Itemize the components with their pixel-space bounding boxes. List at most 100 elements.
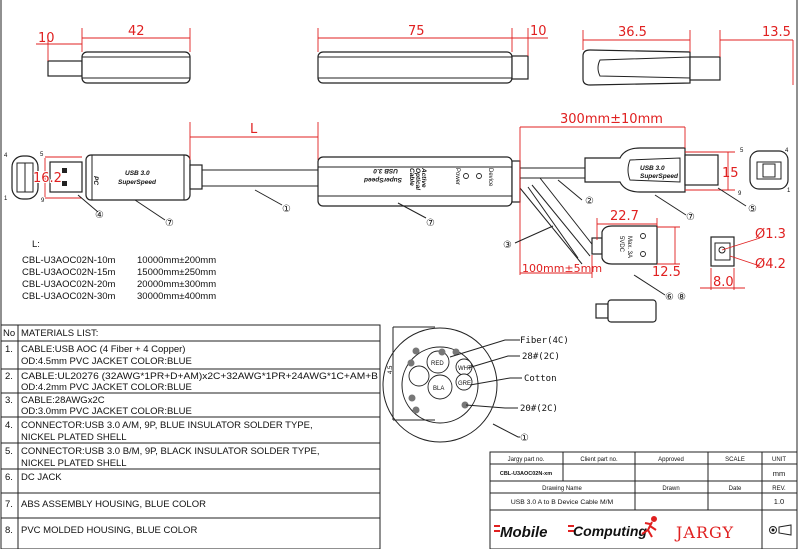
label-20awg: 20#(2C) bbox=[520, 404, 558, 414]
h-date: Date bbox=[729, 486, 742, 492]
header-title: MATERIALS LIST: bbox=[21, 328, 98, 339]
h-jargy-part: Jargy part no. bbox=[508, 457, 545, 463]
length-heading: L: bbox=[32, 239, 40, 250]
row-no: 2. bbox=[5, 371, 13, 382]
pin-label: 9 bbox=[738, 191, 742, 197]
header-no: No bbox=[3, 328, 15, 339]
dim-22-7: 22.7 bbox=[610, 209, 639, 224]
row-text: OD:4.5mm PVC JACKET COLOR:BLUE bbox=[21, 356, 192, 367]
rev-value: 1.0 bbox=[774, 497, 784, 506]
dim-12-5: 12.5 bbox=[652, 265, 681, 280]
leader-line bbox=[557, 179, 583, 201]
row-text: NICKEL PLATED SHELL bbox=[21, 432, 127, 443]
dc-plug-side-relief bbox=[595, 303, 609, 319]
row-text: OD:4.2mm PVC JACKET COLOR:BLUE bbox=[21, 382, 192, 393]
length-value: 20000mm±300mm bbox=[137, 279, 216, 290]
device-led-label: Device bbox=[487, 168, 493, 187]
length-part: CBL-U3AOC02N-20m bbox=[22, 279, 116, 290]
length-part: CBL-U3AOC02N-10m bbox=[22, 255, 116, 266]
row-text: CABLE:UL20276 (32AWG*1PR+D+AM)x2C+32AWG*… bbox=[21, 371, 378, 382]
a-housing-top bbox=[81, 51, 191, 84]
cross-section: 4.5 RED BLA WHT GRE Fiber(4C) 28#(2C) Co… bbox=[382, 326, 569, 444]
title-texts: Jargy part no. Client part no. Approved … bbox=[500, 457, 786, 506]
fiber-strand bbox=[412, 347, 420, 355]
b-plug-top bbox=[689, 56, 721, 81]
middle-housing-end bbox=[511, 160, 521, 203]
row-text: OD:3.0mm PVC JACKET COLOR:BLUE bbox=[21, 406, 192, 417]
a-plug-top bbox=[47, 60, 83, 77]
inner-core bbox=[401, 346, 479, 424]
leader-line bbox=[717, 187, 747, 207]
usb-label: USB 3.0 bbox=[125, 170, 150, 177]
title-border bbox=[489, 451, 798, 549]
running-man-body bbox=[641, 521, 657, 538]
unit-value: mm bbox=[773, 469, 786, 478]
callout-3: ③ bbox=[503, 240, 512, 251]
wire-bla-circle bbox=[427, 374, 453, 400]
running-man-head bbox=[651, 516, 657, 522]
cable-edge bbox=[519, 187, 583, 265]
projection-circle bbox=[769, 526, 777, 534]
callout-7: ⑦ bbox=[686, 212, 695, 223]
dc-strain-relief bbox=[591, 237, 603, 255]
plug-window bbox=[62, 181, 67, 186]
usb-label: USB 3.0 bbox=[373, 167, 398, 174]
pin-label: 4 bbox=[4, 153, 8, 159]
dim-middle-end: 10 bbox=[530, 24, 547, 39]
outer-jacket bbox=[382, 327, 498, 443]
polarity-minus-icon bbox=[640, 251, 646, 257]
projection-cone bbox=[778, 524, 792, 536]
leader-line bbox=[633, 274, 666, 296]
leader-line bbox=[397, 202, 427, 219]
leader-line bbox=[469, 377, 522, 386]
row-text: PVC MOLDED HOUSING, BLUE COLOR bbox=[21, 525, 197, 536]
materials-table: No MATERIALS LIST: 1. CABLE:USB AOC (4 F… bbox=[0, 324, 381, 549]
logo-computing: Computing bbox=[573, 523, 647, 539]
leader-line bbox=[449, 339, 520, 358]
length-table: L: CBL-U3AOC02N-10m 10000mm±200mm CBL-U3… bbox=[22, 239, 216, 302]
plug-window bbox=[62, 168, 67, 173]
device-led bbox=[476, 173, 482, 179]
wire-bla: BLA bbox=[433, 386, 444, 392]
dim-15: 15 bbox=[722, 166, 739, 181]
leader-line bbox=[492, 423, 520, 438]
leader-line bbox=[654, 194, 687, 216]
h-approved: Approved bbox=[658, 457, 684, 463]
active-label: Active bbox=[420, 167, 427, 188]
wire-red-circle bbox=[426, 350, 450, 374]
length-value: 15000mm±250mm bbox=[137, 267, 216, 278]
dim-line bbox=[721, 237, 761, 251]
cable-edge bbox=[527, 186, 579, 259]
pc-label: PC bbox=[92, 176, 99, 185]
middle-housing-end bbox=[511, 55, 529, 80]
logo-speed-mark bbox=[568, 530, 574, 532]
projection-dot bbox=[771, 528, 775, 532]
fiber-strand bbox=[452, 348, 460, 356]
length-value: 30000mm±400mm bbox=[137, 291, 216, 302]
dc-current-label: Max. 3A bbox=[626, 236, 632, 258]
h-drawing-name: Drawing Name bbox=[542, 486, 582, 492]
logo-mobile: Mobile bbox=[500, 524, 548, 541]
label-28awg: 28#(2C) bbox=[522, 352, 560, 362]
dim-body-a: 42 bbox=[128, 24, 145, 39]
length-value: 10000mm±200mm bbox=[137, 255, 216, 266]
table-border bbox=[0, 324, 381, 549]
row-no: 3. bbox=[5, 395, 13, 406]
wire-gre-circle bbox=[455, 373, 473, 391]
pin-label: 5 bbox=[40, 152, 44, 158]
superspeed-label: SuperSpeed bbox=[363, 176, 402, 183]
length-part: CBL-U3AOC02N-15m bbox=[22, 267, 116, 278]
callout-1: ① bbox=[282, 204, 291, 215]
b-end-view bbox=[749, 150, 789, 190]
dim-8-0: 8.0 bbox=[713, 275, 734, 290]
company-logos: Mobile Computing JARGY bbox=[494, 516, 792, 542]
usb-a-housing bbox=[85, 154, 191, 201]
cable-edge bbox=[531, 184, 591, 257]
pin-label: 1 bbox=[4, 196, 8, 202]
pin-label: 9 bbox=[41, 198, 45, 204]
h-client-part: Client part no. bbox=[580, 457, 618, 463]
callout-2: ② bbox=[585, 196, 594, 207]
fiber-strand bbox=[438, 348, 446, 356]
row-no: 1. bbox=[5, 344, 13, 355]
dim-plug-b: 13.5 bbox=[762, 25, 791, 40]
